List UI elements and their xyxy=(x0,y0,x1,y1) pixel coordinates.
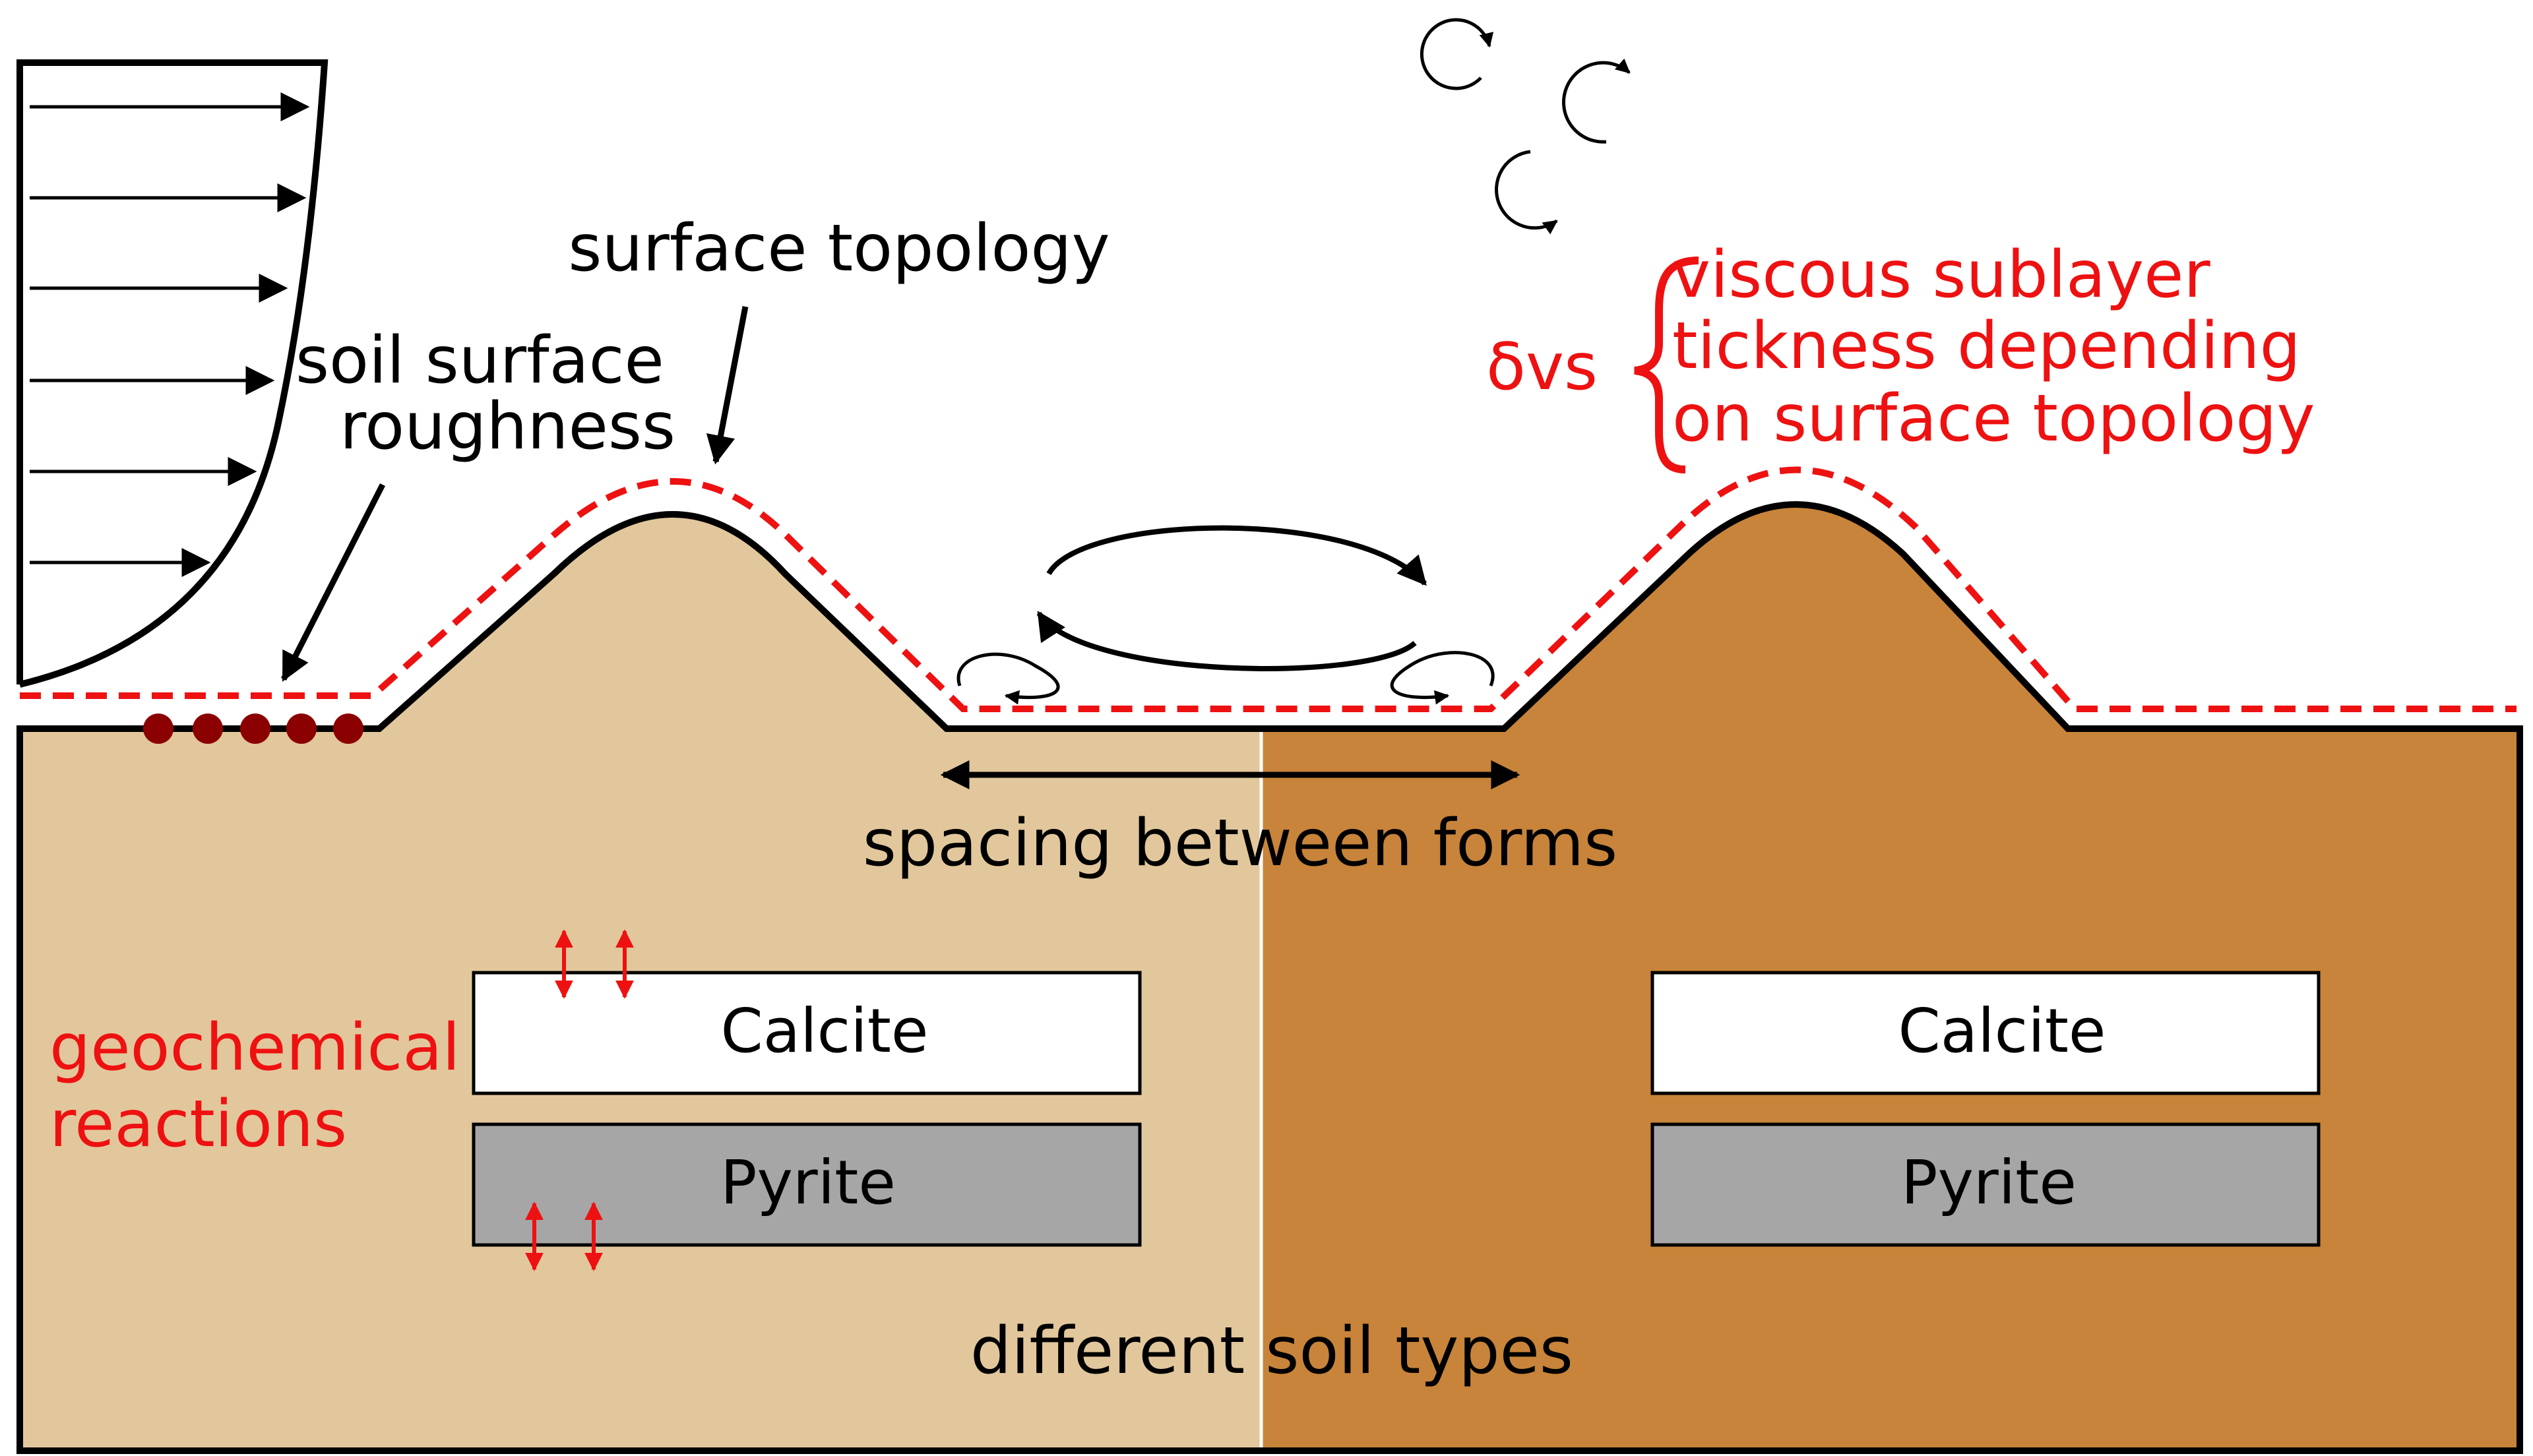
pyrite-label-right: Pyrite xyxy=(1901,1147,2077,1218)
soil-outline xyxy=(16,501,2523,1454)
calcite-box-right xyxy=(1650,971,2321,1095)
viscous-sublayer-label-3: on surface topology xyxy=(1672,381,2315,456)
calcite-label-right: Calcite xyxy=(1898,996,2106,1066)
calcite-label-left: Calcite xyxy=(721,996,929,1066)
viscous-sublayer-label-1: viscous sublayer xyxy=(1672,237,2210,313)
recirculation-eddy-top xyxy=(1046,525,1427,586)
roughness-particle xyxy=(333,713,363,744)
surface-topology-label: surface topology xyxy=(568,211,1110,286)
velocity-profile-curve xyxy=(16,59,328,688)
roughness-pointer xyxy=(280,483,386,682)
soil-surface-roughness-label: soil surface xyxy=(296,323,664,398)
viscous-sublayer-label-2: tickness depending xyxy=(1672,309,2301,384)
calcite-box-left xyxy=(472,971,1142,1095)
geochemical-reactions-label-2: reactions xyxy=(49,1087,347,1162)
reaction-arrows xyxy=(525,929,634,1271)
spacing-label: spacing between forms xyxy=(863,806,1617,881)
viscous-sublayer-line xyxy=(20,466,2517,712)
geochemical-reactions-label-1: geochemical xyxy=(49,1010,460,1085)
corner-eddy-left xyxy=(956,652,1060,705)
turbulence-eddy-1 xyxy=(1420,18,1494,90)
velocity-arrows xyxy=(30,92,310,577)
pyrite-label-left: Pyrite xyxy=(720,1147,896,1218)
recirculation-eddy-bottom xyxy=(1036,611,1417,671)
turbulence-eddy-2 xyxy=(1562,58,1631,144)
roughness-particle xyxy=(240,713,270,744)
viscous-sublayer-brace xyxy=(1634,257,1699,473)
soil-surface-roughness-label-2: roughness xyxy=(340,389,675,464)
roughness-particle xyxy=(143,713,173,744)
roughness-particle xyxy=(286,713,317,744)
pyrite-box-right xyxy=(1650,1122,2321,1247)
roughness-particles xyxy=(143,713,363,744)
surface-topology-pointer xyxy=(706,306,749,465)
corner-eddy-right xyxy=(1390,651,1495,705)
roughness-particle xyxy=(193,713,223,744)
different-soil-types-label: different soil types xyxy=(970,1314,1573,1389)
delta-vs-symbol: δvs xyxy=(1486,330,1598,405)
turbulence-eddy-3 xyxy=(1495,150,1558,235)
